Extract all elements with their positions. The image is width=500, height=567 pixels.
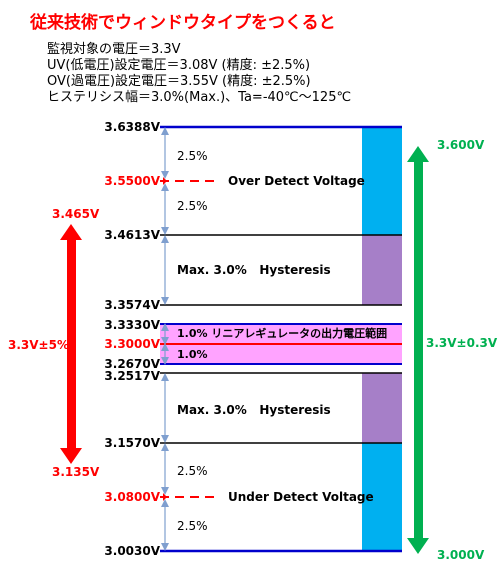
left-range-middle: 3.3V±5% <box>8 338 69 352</box>
spec-ov-voltage: OV(過電圧)設定電圧＝3.55V (精度: ±2.5%) <box>47 74 311 89</box>
level-label-3-0800: 3.0800V <box>104 490 160 504</box>
ov-cyan-bar <box>362 127 402 235</box>
level-label-3-3574: 3.3574V <box>104 298 160 312</box>
level-label-3-2670: 3.2670V <box>104 357 160 371</box>
uv-cyan-bar <box>362 443 402 551</box>
spec-uv-voltage: UV(低電圧)設定電圧＝3.08V (精度: ±2.5%) <box>47 58 311 73</box>
pct-upper-2: 2.5% <box>177 199 208 213</box>
left-range-bottom: 3.135V <box>52 465 100 479</box>
under-detect-label: Under Detect Voltage <box>228 490 374 504</box>
uv-marker <box>163 493 167 501</box>
level-label-3-2517: 3.2517V <box>104 369 160 383</box>
band-bottom-pct: 1.0% <box>177 348 208 361</box>
over-detect-label: Over Detect Voltage <box>228 174 365 188</box>
page-title: 従来技術でウィンドウタイプをつくると <box>30 13 336 33</box>
pct-lower-2: 2.5% <box>177 519 208 533</box>
level-label-3-0030: 3.0030V <box>104 544 160 558</box>
ov-hysteresis-bar <box>362 235 402 305</box>
right-range-bottom: 3.000V <box>437 548 485 562</box>
regulator-band-label: 1.0% リニアレギュレータの出力電圧範囲 <box>177 327 388 340</box>
right-range-arrow <box>407 146 429 554</box>
pct-lower-1: 2.5% <box>177 464 208 478</box>
spec-monitor-voltage: 監視対象の電圧＝3.3V <box>47 42 181 57</box>
level-label-3-6388: 3.6388V <box>104 120 160 134</box>
level-label-3-5500: 3.5500V <box>104 174 160 188</box>
left-range-arrow <box>60 224 82 464</box>
level-label-3-4613: 3.4613V <box>104 228 160 242</box>
spec-hysteresis: ヒステリシス幅＝3.0%(Max.)、Ta=-40℃～125℃ <box>47 90 352 105</box>
hyst-upper-label: Max. 3.0% Hysteresis <box>177 263 331 277</box>
right-range-top: 3.600V <box>437 138 485 152</box>
level-label-3-3000: 3.3000V <box>104 337 160 351</box>
right-range-middle: 3.3V±0.3V <box>426 336 498 350</box>
ov-marker <box>163 177 167 185</box>
uv-hysteresis-bar <box>362 373 402 443</box>
level-label-3-1570: 3.1570V <box>104 436 160 450</box>
left-range-top: 3.465V <box>52 207 100 221</box>
pct-upper-1: 2.5% <box>177 149 208 163</box>
hyst-lower-label: Max. 3.0% Hysteresis <box>177 403 331 417</box>
level-label-3-3330: 3.3330V <box>104 318 160 332</box>
